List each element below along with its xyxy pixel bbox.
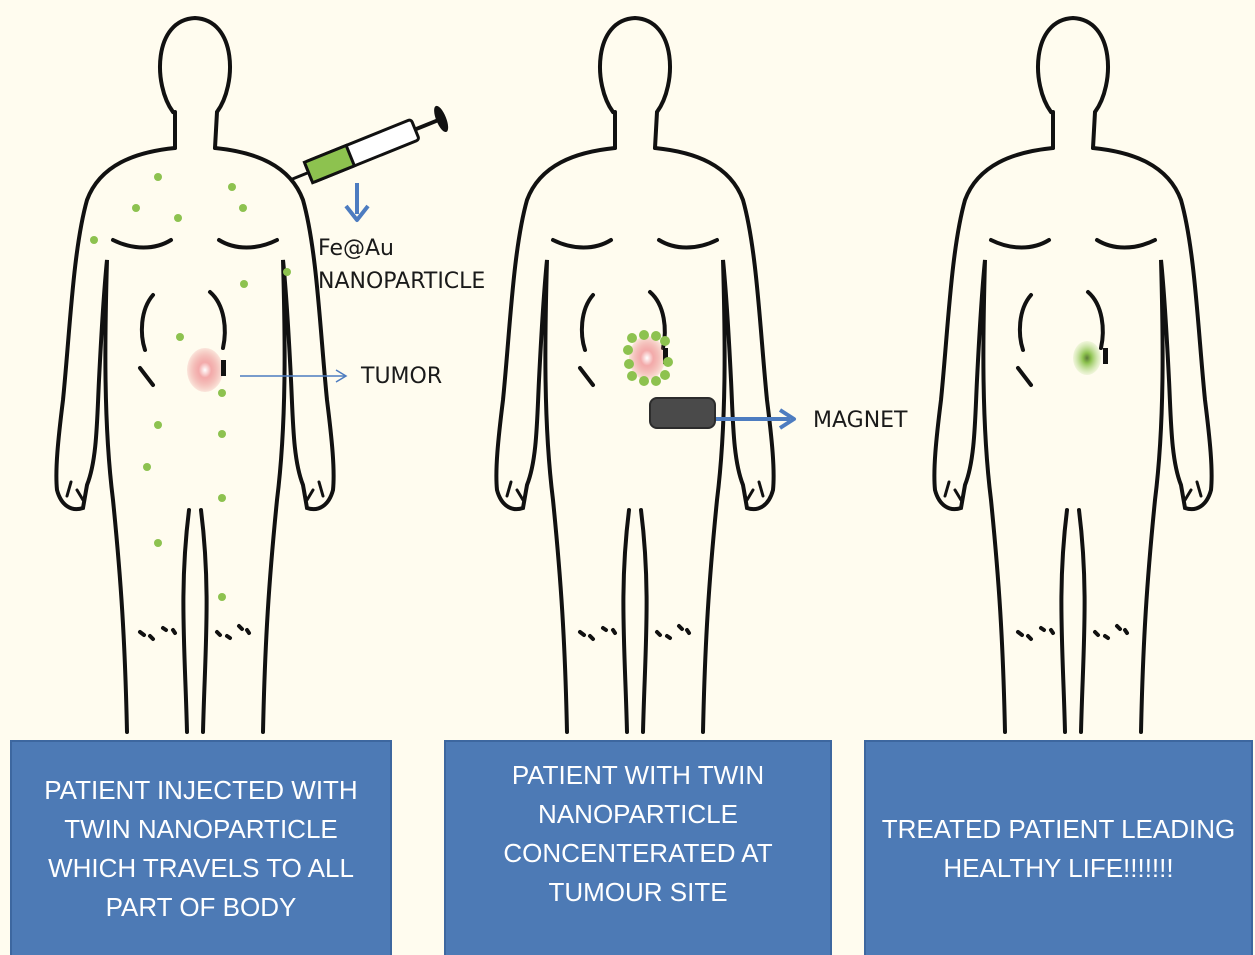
step-3-panel: TREATED PATIENT LEADING HEALTHY LIFE!!!!…: [864, 740, 1253, 955]
down-arrow-icon: [346, 183, 368, 220]
nanoparticle-label: Fe@Au NANOPARTICLE: [318, 236, 485, 294]
nanoparticle-formula: Fe@Au: [318, 236, 485, 261]
magnet-label: MAGNET: [813, 408, 908, 433]
panel-line: CONCENTERATED AT: [503, 834, 772, 873]
panel-line: PART OF BODY: [44, 888, 357, 927]
patient-figure-injected: [56, 18, 333, 732]
step-1-panel: PATIENT INJECTED WITH TWIN NANOPARTICLE …: [10, 740, 392, 955]
panel-line: NANOPARTICLE: [503, 795, 772, 834]
tumor-spot: [187, 348, 223, 392]
panel-line: PATIENT INJECTED WITH: [44, 771, 357, 810]
nanoparticle-dots: [90, 173, 291, 601]
step-2-panel: PATIENT WITH TWIN NANOPARTICLE CONCENTER…: [444, 740, 832, 955]
panel-line: HEALTHY LIFE!!!!!!!: [882, 849, 1235, 888]
magnet-arrow-icon: [716, 410, 794, 428]
patient-figure-concentrated: [496, 18, 773, 732]
panel-line: TREATED PATIENT LEADING: [882, 810, 1235, 849]
panel-line: WHICH TRAVELS TO ALL: [44, 849, 357, 888]
healed-spot: [1073, 341, 1101, 375]
panel-line: TUMOUR SITE: [503, 873, 772, 912]
tumor-label: TUMOR: [361, 364, 442, 389]
syringe-icon: [285, 104, 451, 193]
magnet-icon: [650, 398, 715, 428]
nanoparticle-name: NANOPARTICLE: [318, 269, 485, 294]
patient-figure-treated: [934, 18, 1211, 732]
panel-line: TWIN NANOPARTICLE: [44, 810, 357, 849]
panel-line: PATIENT WITH TWIN: [503, 756, 772, 795]
